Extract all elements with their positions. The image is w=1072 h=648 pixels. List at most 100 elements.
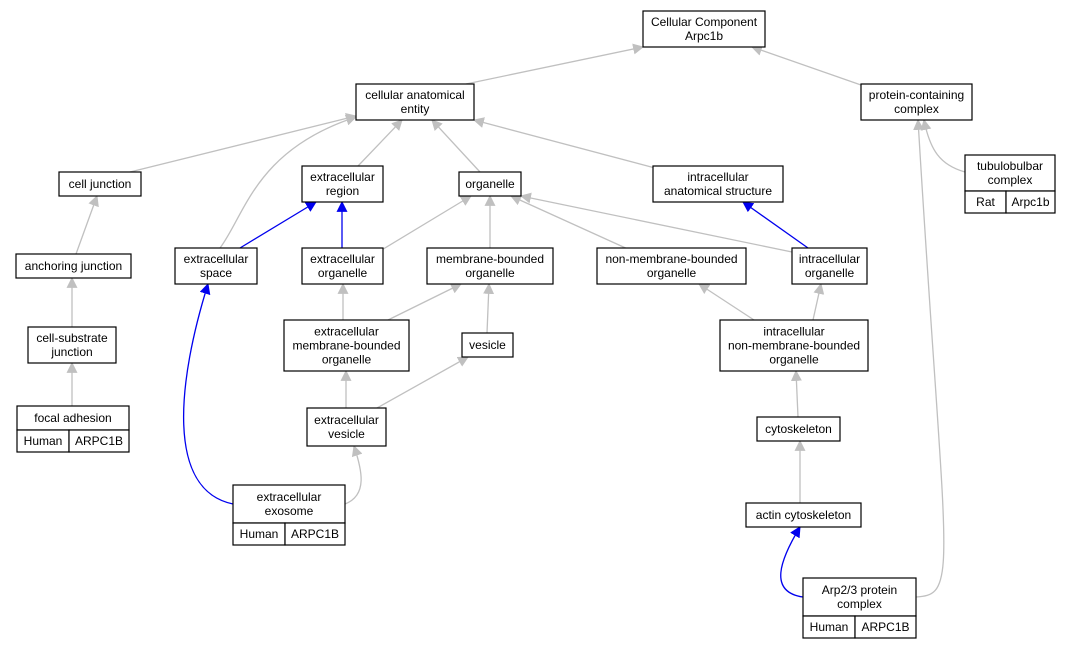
edge-intracellular-non-membrane-bounded-organelle-to-non-membrane-bounded-organelle <box>698 283 755 321</box>
edge-extracellular-space-to-extracellular-region <box>239 201 317 249</box>
species-badge: Human ARPC1B <box>16 429 130 453</box>
node-box <box>791 247 868 285</box>
node-label-line: junction <box>50 345 92 359</box>
node-box <box>745 502 862 528</box>
edge-extracellular-exosome-to-extracellular-space <box>182 282 234 505</box>
node-box <box>27 326 117 364</box>
species-badge: Rat Arpc1b <box>964 190 1056 214</box>
node-label-line: actin cytoskeleton <box>756 508 851 522</box>
gene-cell-bg <box>68 429 130 453</box>
edge-intracellular-non-membrane-bounded-organelle-to-intracellular-organelle <box>812 282 825 321</box>
node-box <box>802 577 917 617</box>
node-label-line: organelle <box>769 353 819 367</box>
edge-tubulobulbar-complex-to-protein-containing-complex <box>920 118 966 173</box>
species-cell: Human <box>24 434 63 448</box>
edge-non-membrane-bounded-organelle-to-organelle <box>509 195 631 251</box>
edge-extracellular-exosome-to-extracellular-vesicle <box>344 444 363 505</box>
node-label-line: anchoring junction <box>25 259 122 273</box>
node-label-line: organelle <box>465 177 515 191</box>
edge-arp23-protein-complex-to-actin-cytoskeleton <box>780 526 804 598</box>
edge-anchoring-junction-to-cell-junction <box>75 194 99 255</box>
edge-cell-junction-to-cellular-anatomical-entity <box>129 113 358 173</box>
node-box <box>355 83 475 121</box>
node-label-line: extracellular <box>314 413 379 427</box>
node-box <box>756 416 841 442</box>
node-intracellular-non-membrane-bounded-organelle[interactable]: intracellularnon-membrane-boundedorganel… <box>719 319 869 372</box>
node-box <box>58 171 142 197</box>
gene-cell: Arpc1b <box>1011 195 1049 209</box>
node-label-line: organelle <box>322 353 372 367</box>
edge-extracellular-space-to-cellular-anatomical-entity <box>219 114 358 249</box>
gene-cell-bg <box>1005 190 1056 214</box>
node-box <box>426 247 554 285</box>
node-anchoring-junction[interactable]: anchoring junction <box>15 253 132 279</box>
node-label-line: exosome <box>265 504 314 518</box>
node-cytoskeleton[interactable]: cytoskeleton <box>756 416 841 442</box>
node-label-line: tubulobulbar <box>977 159 1043 173</box>
node-label-line: cellular anatomical <box>365 88 464 102</box>
node-label-line: complex <box>894 102 939 116</box>
node-box <box>306 407 387 447</box>
gene-cell-bg <box>854 615 917 639</box>
node-box <box>860 83 973 121</box>
edge-intracellular-organelle-to-intracellular-anatomical-structure <box>742 201 809 249</box>
edge-cellular-anatomical-entity-to-cellular-component <box>465 43 645 85</box>
node-box <box>15 253 132 279</box>
edge-organelle-to-cellular-anatomical-entity <box>431 119 481 173</box>
node-label-line: complex <box>988 173 1033 187</box>
node-label-line: extracellular <box>314 325 379 339</box>
node-label-line: extracellular <box>257 490 322 504</box>
edge-extracellular-organelle-to-organelle <box>379 195 472 252</box>
edge-arp23-protein-complex-to-protein-containing-complex <box>913 118 945 598</box>
node-label-line: organelle <box>805 266 855 280</box>
node-vesicle[interactable]: vesicle <box>461 332 514 358</box>
node-label-line: membrane-bounded <box>292 339 400 353</box>
node-box <box>719 319 869 372</box>
node-label-line: Arpc1b <box>685 29 723 43</box>
edge-vesicle-to-membrane-bounded-organelle <box>483 282 495 334</box>
gene-cell: ARPC1B <box>291 527 339 541</box>
node-box <box>301 165 384 203</box>
edge-layer <box>66 43 966 598</box>
node-label-line: non-membrane-bounded <box>605 252 737 266</box>
node-label-line: anatomical structure <box>664 184 772 198</box>
edge-intracellular-anatomical-structure-to-cellular-anatomical-entity <box>472 117 656 169</box>
edge-extracellular-vesicle-to-vesicle <box>376 356 469 409</box>
node-label-line: complex <box>837 597 882 611</box>
species-cell: Rat <box>976 195 995 209</box>
edge-extracellular-membrane-bounded-organelle-to-membrane-bounded-organelle <box>387 283 462 321</box>
node-label-line: intracellular <box>763 325 824 339</box>
edge-cytoskeleton-to-intracellular-non-membrane-bounded-organelle <box>790 369 802 418</box>
node-organelle[interactable]: organelle <box>458 171 522 197</box>
node-cell-junction[interactable]: cell junction <box>58 171 142 197</box>
gene-cell: ARPC1B <box>75 434 123 448</box>
node-label-line: cytoskeleton <box>765 422 832 436</box>
node-actin-cytoskeleton[interactable]: actin cytoskeleton <box>745 502 862 528</box>
node-box <box>283 319 410 372</box>
node-label-line: non-membrane-bounded <box>728 339 860 353</box>
node-box <box>174 247 258 285</box>
node-label-line: extracellular <box>310 170 375 184</box>
node-label-line: focal adhesion <box>34 411 111 425</box>
